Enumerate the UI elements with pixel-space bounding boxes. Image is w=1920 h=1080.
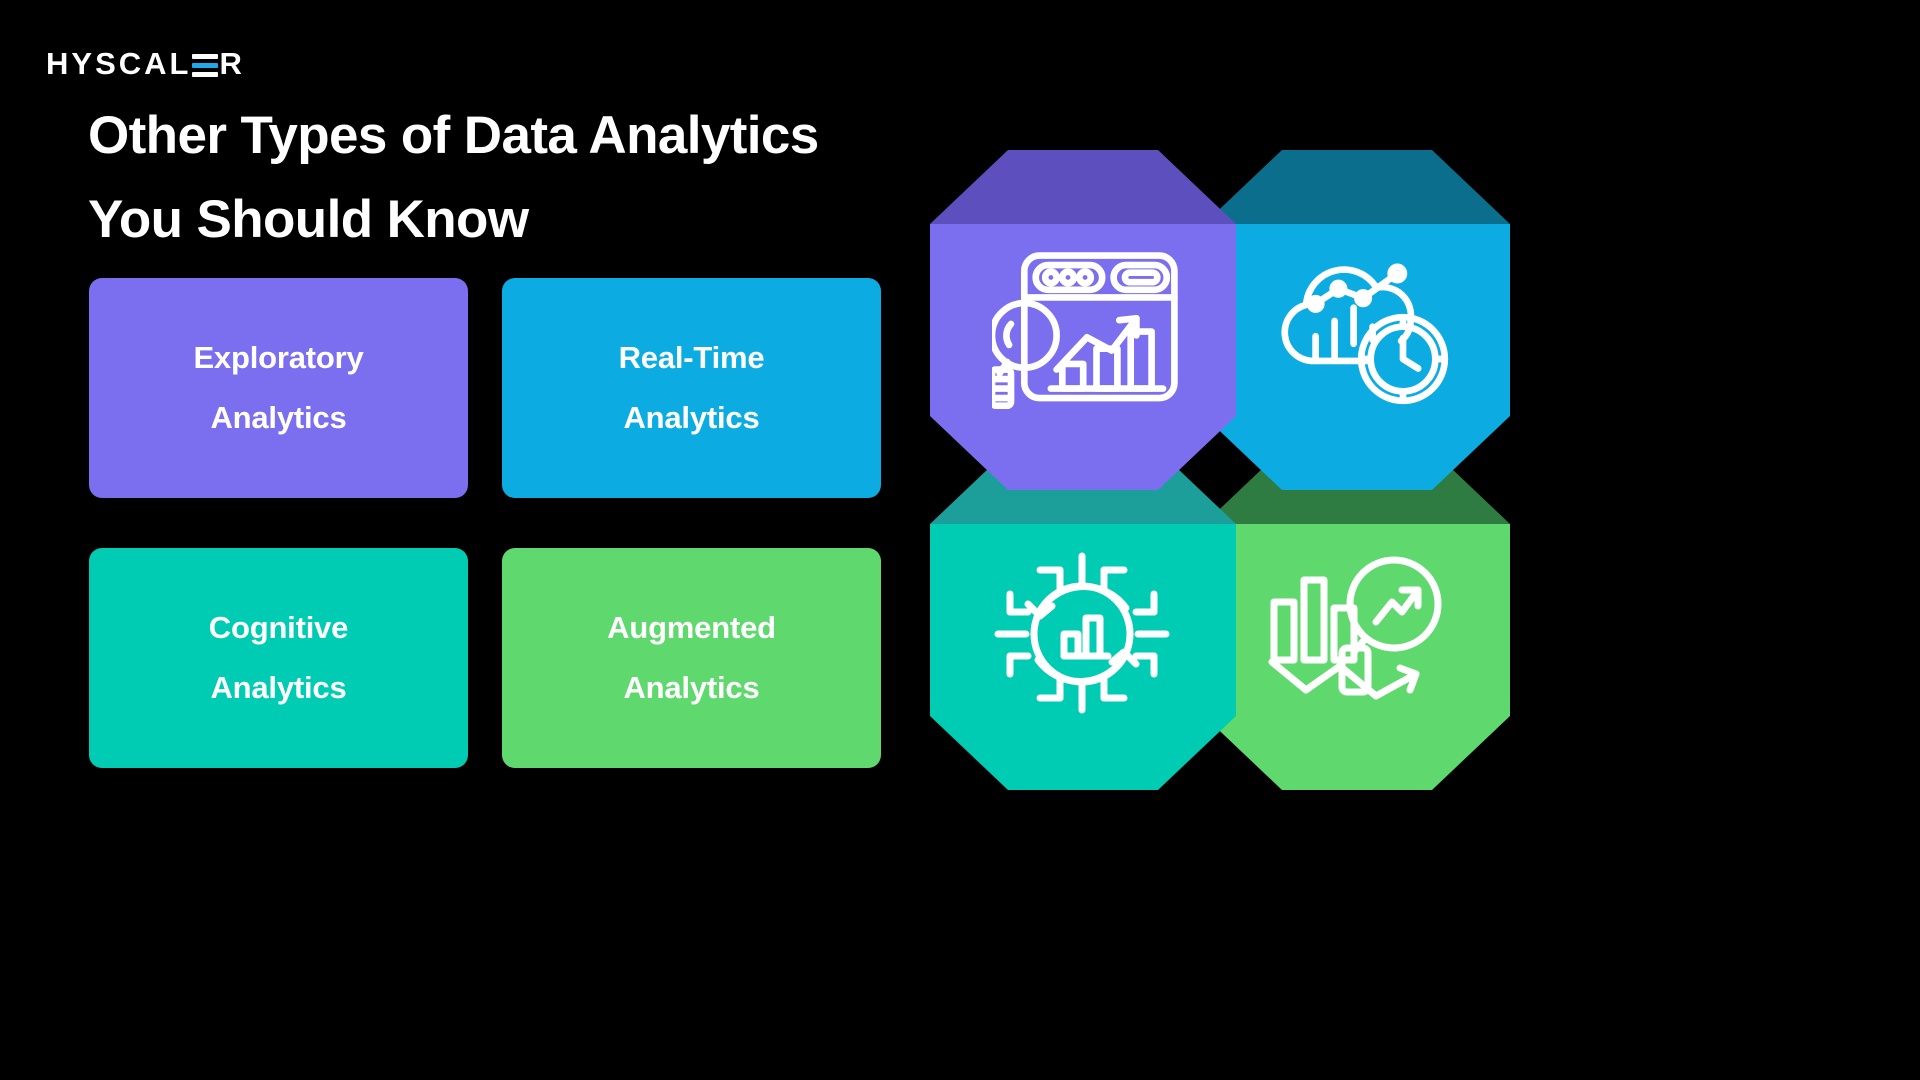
card-cognitive-analytics[interactable]: Cognitive Analytics — [89, 548, 468, 768]
logo-text-after: R — [219, 46, 245, 81]
logo-stylized-e-icon — [192, 52, 219, 78]
logo-bar-bottom — [192, 71, 219, 77]
card-real-time-analytics[interactable]: Real-Time Analytics — [502, 278, 881, 498]
card-label-line-1: Augmented — [607, 610, 776, 645]
card-label-line-2: Analytics — [210, 670, 347, 705]
logo-bar-middle-accent — [192, 62, 219, 68]
card-label-line-2: Analytics — [623, 670, 760, 705]
card-label-line-1: Exploratory — [193, 340, 364, 375]
card-label-line-1: Cognitive — [208, 610, 349, 645]
hyscaler-logo: HYSCAL R — [46, 47, 245, 81]
logo-bar-top — [192, 53, 219, 59]
octagon-tile-real-time — [1204, 150, 1510, 490]
page-title: Other Types of Data Analytics You Should… — [88, 94, 968, 262]
analytics-card-grid: Exploratory Analytics Real-Time Analytic… — [89, 278, 881, 768]
octagon-tile-augmented — [1204, 450, 1510, 790]
page-title-line-2: You Should Know — [88, 190, 529, 249]
card-label-line-1: Real-Time — [618, 340, 765, 375]
card-label-line-2: Analytics — [623, 400, 760, 435]
card-exploratory-analytics[interactable]: Exploratory Analytics — [89, 278, 468, 498]
page-title-line-1: Other Types of Data Analytics — [88, 106, 819, 165]
card-label-line-2: Analytics — [210, 400, 347, 435]
logo-text-before: HYSCAL — [46, 46, 192, 81]
octagon-tile-artwork — [930, 150, 1510, 800]
card-augmented-analytics[interactable]: Augmented Analytics — [502, 548, 881, 768]
octagon-tile-exploratory — [930, 150, 1236, 490]
octagon-tile-cognitive — [930, 450, 1236, 790]
